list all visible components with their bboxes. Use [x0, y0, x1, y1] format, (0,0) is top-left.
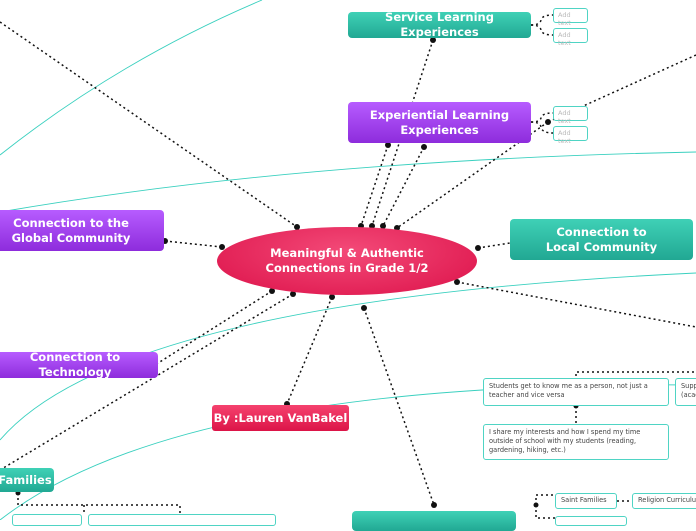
relation-curve: [0, 272, 696, 441]
subtopic-partial-box[interactable]: [555, 516, 627, 526]
placeholder-label: Add text: [558, 31, 571, 47]
connector: [363, 307, 435, 506]
connector: [360, 144, 389, 227]
subtopic-label: I share my interests and how I spend my …: [489, 428, 641, 454]
add-text-placeholder[interactable]: Add text: [553, 106, 588, 125]
placeholder-label: Add text: [558, 109, 571, 125]
placeholder-label: Add text: [558, 11, 571, 27]
topic-label: Families: [0, 472, 52, 487]
connector-dot: [545, 119, 551, 125]
topic-label: Connection to Technology: [29, 350, 121, 379]
connector: [0, 21, 298, 228]
connector-dot: [475, 245, 481, 251]
topic-families[interactable]: Families: [0, 468, 54, 492]
connector: [535, 494, 555, 505]
connector: [164, 240, 223, 248]
connector-dot: [454, 279, 460, 285]
topic-label: Connection to the Global Community: [11, 215, 131, 245]
connector: [286, 296, 333, 405]
connector: [154, 290, 273, 366]
topic-global-community[interactable]: Connection to the Global Community: [0, 210, 164, 251]
connector: [456, 281, 696, 328]
connector: [535, 505, 555, 519]
connector: [382, 146, 425, 227]
subtopic-label: Supp (acac: [681, 382, 696, 399]
connector-dot: [431, 502, 437, 508]
connector: [477, 242, 511, 249]
subtopic-label: Students get to know me as a person, not…: [489, 382, 648, 399]
connector: [0, 293, 294, 471]
add-text-placeholder[interactable]: Add text: [553, 8, 588, 27]
add-text-placeholder[interactable]: Add text: [553, 28, 588, 47]
topic-bottom-partial[interactable]: [352, 511, 516, 531]
connector-dot: [219, 244, 225, 250]
relation-curve: [0, 151, 696, 213]
connector: [530, 24, 554, 36]
topic-service-learning[interactable]: Service Learning Experiences: [348, 10, 531, 39]
topic-label: Connection to Local Community: [545, 224, 658, 254]
relation-curve: [0, 0, 263, 156]
connector: [530, 121, 554, 134]
families-subtopic-box[interactable]: [88, 514, 276, 526]
connector-dot: [421, 144, 427, 150]
connector: [530, 112, 554, 123]
topic-experiential-learning[interactable]: Experiential Learning Experiences: [348, 102, 531, 143]
placeholder-label: Add text: [558, 129, 571, 145]
subtopic-share-interests[interactable]: I share my interests and how I spend my …: [483, 424, 669, 460]
topic-technology[interactable]: Connection to Technology: [0, 350, 158, 379]
connector-dot: [361, 305, 367, 311]
connector: [17, 493, 181, 514]
topic-label: Experiential Learning Experiences: [369, 107, 510, 137]
add-text-placeholder[interactable]: Add text: [553, 126, 588, 145]
topic-author[interactable]: By :Lauren VanBakel: [212, 405, 349, 431]
connector-dot: [329, 294, 335, 300]
subtopic-religion-curriculum[interactable]: Religion Curriculu: [632, 493, 696, 509]
subtopic-saint-families[interactable]: Saint Families: [555, 493, 617, 509]
central-topic[interactable]: Meaningful & Authentic Connections in Gr…: [217, 227, 477, 295]
connector-dot: [269, 288, 275, 294]
central-topic-label: Meaningful & Authentic Connections in Gr…: [265, 246, 429, 275]
subtopic-label: Religion Curriculu: [638, 496, 696, 504]
connector-dot: [430, 37, 436, 43]
subtopic-partial[interactable]: Supp (acac: [675, 378, 696, 406]
topic-local-community[interactable]: Connection to Local Community: [510, 219, 693, 260]
topic-label: Service Learning Experiences: [385, 10, 494, 39]
subtopic-label: Saint Families: [561, 496, 607, 504]
connector-dot: [533, 502, 539, 508]
connector-dot: [385, 142, 391, 148]
families-subtopic-box[interactable]: [12, 514, 82, 526]
connector-dot: [290, 291, 296, 297]
subtopic-students-know-me[interactable]: Students get to know me as a person, not…: [483, 378, 669, 406]
connector: [530, 14, 554, 26]
topic-label: By :Lauren VanBakel: [213, 410, 348, 425]
